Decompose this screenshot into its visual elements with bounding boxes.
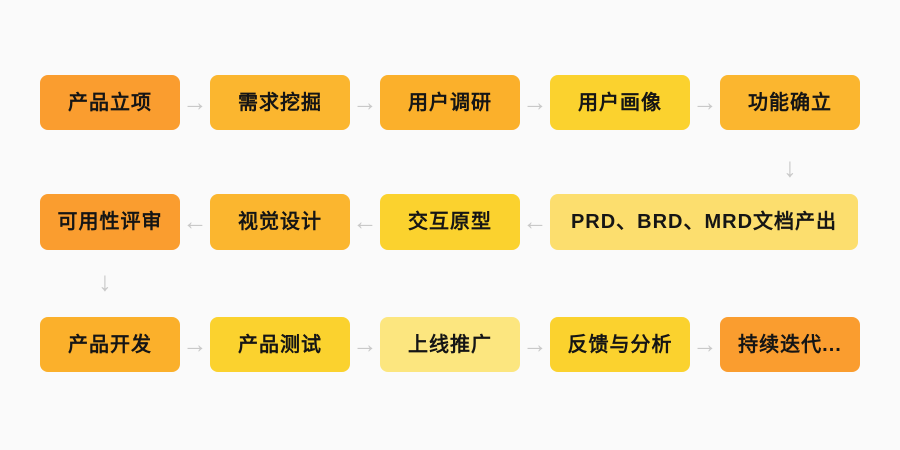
- node-visual-design: 视觉设计: [210, 194, 350, 250]
- node-feedback-analysis-label: 反馈与分析: [567, 333, 673, 356]
- arrow-right-icon-6: →: [352, 330, 378, 359]
- arrow-left-icon-2: ←: [352, 207, 378, 236]
- node-user-research: 用户调研: [380, 75, 520, 130]
- arrow-right-icon-4: →: [692, 88, 718, 117]
- node-requirement-mining: 需求挖掘: [210, 75, 350, 130]
- node-feedback-analysis: 反馈与分析: [550, 317, 690, 372]
- arrow-right-icon-7: →: [522, 330, 548, 359]
- node-visual-design-label: 视觉设计: [238, 211, 322, 233]
- node-user-research-label: 用户调研: [408, 91, 492, 114]
- node-launch-promotion: 上线推广: [380, 317, 520, 372]
- arrow-left-icon-1: ←: [522, 207, 548, 236]
- node-product-testing-label: 产品测试: [238, 333, 322, 356]
- arrow-right-icon-1: →: [182, 88, 208, 117]
- node-product-initiation-label: 产品立项: [68, 91, 152, 114]
- arrow-right-icon-3: →: [522, 88, 548, 117]
- node-interaction-prototype: 交互原型: [380, 194, 520, 250]
- node-user-persona-label: 用户画像: [578, 91, 662, 114]
- node-product-testing: 产品测试: [210, 317, 350, 372]
- node-usability-review: 可用性评审: [40, 194, 180, 250]
- node-user-persona: 用户画像: [550, 75, 690, 130]
- node-interaction-prototype-label: 交互原型: [408, 211, 492, 233]
- arrow-right-icon-5: →: [182, 330, 208, 359]
- node-usability-review-label: 可用性评审: [57, 211, 163, 233]
- node-product-development: 产品开发: [40, 317, 180, 372]
- node-continuous-iteration: 持续迭代...: [720, 317, 860, 372]
- arrow-right-icon-2: →: [352, 88, 378, 117]
- arrow-left-icon-3: ←: [182, 207, 208, 236]
- node-feature-definition: 功能确立: [720, 75, 860, 130]
- node-product-development-label: 产品开发: [68, 333, 152, 356]
- node-requirement-mining-label: 需求挖掘: [238, 91, 322, 114]
- node-document-output: PRD、BRD、MRD文档产出: [550, 194, 858, 250]
- node-product-initiation: 产品立项: [40, 75, 180, 130]
- node-document-output-label: PRD、BRD、MRD文档产出: [570, 211, 838, 233]
- arrow-down-icon-1: ↓: [783, 152, 797, 183]
- node-feature-definition-label: 功能确立: [748, 91, 832, 114]
- arrow-right-icon-8: →: [692, 330, 718, 359]
- node-launch-promotion-label: 上线推广: [408, 333, 492, 356]
- node-continuous-iteration-label: 持续迭代...: [738, 333, 842, 356]
- arrow-down-icon-2: ↓: [98, 266, 112, 297]
